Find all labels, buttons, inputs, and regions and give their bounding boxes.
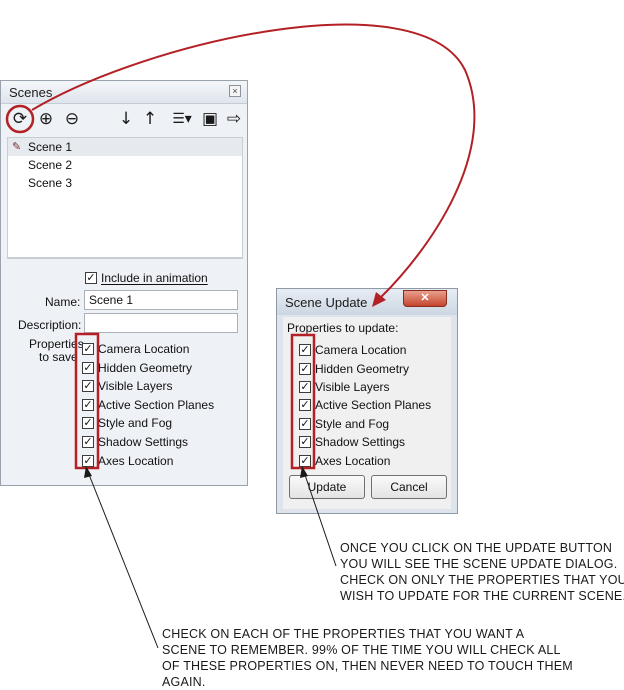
scenes-list: ✎ Scene 1 Scene 2 Scene 3 [7, 137, 243, 259]
property-label: Style and Fog [98, 416, 173, 430]
include-in-animation-checkbox[interactable]: ✓ [85, 271, 97, 284]
scene-label: Scene 1 [28, 140, 73, 154]
properties-label-line: Properties [29, 337, 84, 351]
note-line: AGAIN. [162, 675, 206, 689]
dialog-titlebar[interactable]: Scene Update ✕ [277, 289, 457, 315]
checkbox[interactable]: ✓ [82, 435, 94, 448]
move-scene-down-icon[interactable]: ↓ [118, 109, 134, 129]
checkbox[interactable]: ✓ [299, 417, 311, 430]
scenes-titlebar[interactable]: Scenes × [1, 81, 247, 104]
show-thumbnails-icon[interactable]: ▣ [201, 109, 219, 129]
note-line: OF THESE PROPERTIES ON, THEN NEVER NEED … [162, 659, 573, 673]
cancel-button[interactable]: Cancel [371, 475, 447, 499]
view-options-icon[interactable]: ☰▾ [172, 111, 192, 127]
dialog-body: Properties to update: ✓ Camera Location … [283, 317, 451, 509]
checkbox[interactable]: ✓ [299, 380, 311, 393]
properties-note: CHECK ON EACH OF THE PROPERTIES THAT YOU… [162, 626, 573, 690]
checkbox[interactable]: ✓ [82, 398, 94, 411]
checkbox[interactable]: ✓ [299, 343, 311, 356]
scenes-panel: Scenes × ⟳ ⊕ ⊖ ↓ ↑ ☰▾ ▣ ⇨ ✎ Scene 1 Scen… [0, 80, 248, 486]
property-label: Style and Fog [315, 417, 390, 431]
note-line: CHECK ON EACH OF THE PROPERTIES THAT YOU… [162, 627, 525, 641]
checkbox[interactable]: ✓ [82, 416, 94, 429]
checkbox[interactable]: ✓ [82, 342, 94, 355]
note-line: CHECK ON ONLY THE PROPERTIES THAT YOU [340, 573, 624, 587]
checkbox[interactable]: ✓ [299, 362, 311, 375]
property-label: Hidden Geometry [315, 362, 410, 376]
property-label: Axes Location [315, 454, 391, 468]
scene-list-item[interactable]: ✎ Scene 1 [8, 138, 242, 156]
scenes-title: Scenes [9, 85, 53, 100]
property-label: Axes Location [98, 454, 174, 468]
checkbox[interactable]: ✓ [82, 454, 94, 467]
note-line: SCENE TO REMEMBER. 99% OF THE TIME YOU W… [162, 643, 561, 657]
close-icon[interactable]: ✕ [403, 290, 447, 307]
properties-to-update-label: Properties to update: [287, 321, 399, 335]
scene-description-field[interactable] [84, 313, 238, 333]
property-label: Active Section Planes [98, 398, 215, 412]
scene-list-item[interactable]: Scene 2 [8, 156, 242, 174]
scene-label: Scene 3 [28, 176, 73, 190]
dialog-title: Scene Update [285, 295, 368, 310]
property-label: Visible Layers [315, 380, 390, 394]
name-label: Name: [45, 295, 81, 309]
property-label: Shadow Settings [98, 435, 189, 449]
scenes-toolbar: ⟳ ⊕ ⊖ ↓ ↑ ☰▾ ▣ ⇨ [5, 107, 245, 135]
properties-to-save-label: Properties to save [29, 338, 84, 364]
property-label: Hidden Geometry [98, 361, 193, 375]
scene-list-item[interactable]: Scene 3 [8, 174, 242, 192]
property-label: Shadow Settings [315, 435, 406, 449]
properties-label-line: to save [39, 350, 78, 364]
move-scene-up-icon[interactable]: ↑ [142, 109, 158, 129]
close-icon[interactable]: × [229, 85, 241, 97]
property-label: Camera Location [315, 343, 407, 357]
scene-update-dialog: Scene Update ✕ Properties to update: ✓ C… [276, 288, 458, 514]
update-scene-icon[interactable]: ⟳ [12, 109, 28, 129]
update-dialog-note: ONCE YOU CLICK ON THE UPDATE BUTTON YOU … [340, 540, 624, 604]
property-label: Visible Layers [98, 379, 173, 393]
show-details-icon[interactable]: ⇨ [226, 109, 242, 129]
properties-pointer-line [87, 471, 159, 649]
checkbox[interactable]: ✓ [299, 398, 311, 411]
remove-scene-icon[interactable]: ⊖ [64, 109, 80, 129]
checkbox[interactable]: ✓ [82, 361, 94, 374]
include-in-animation-label: Include in animation [101, 271, 208, 285]
note-line: WISH TO UPDATE FOR THE CURRENT SCENE. [340, 589, 624, 603]
checkbox[interactable]: ✓ [299, 454, 311, 467]
add-scene-icon[interactable]: ⊕ [38, 109, 54, 129]
scene-name-field[interactable]: Scene 1 [84, 290, 238, 310]
property-label: Active Section Planes [315, 398, 432, 412]
update-button[interactable]: Update [289, 475, 365, 499]
property-label: Camera Location [98, 342, 190, 356]
pencil-icon: ✎ [12, 140, 22, 153]
note-line: ONCE YOU CLICK ON THE UPDATE BUTTON [340, 541, 613, 555]
scene-label: Scene 2 [28, 158, 73, 172]
note-line: YOU WILL SEE THE SCENE UPDATE DIALOG. [340, 557, 618, 571]
checkbox[interactable]: ✓ [82, 379, 94, 392]
description-label: Description: [18, 318, 82, 332]
panel-divider [7, 257, 243, 258]
checkbox[interactable]: ✓ [299, 435, 311, 448]
